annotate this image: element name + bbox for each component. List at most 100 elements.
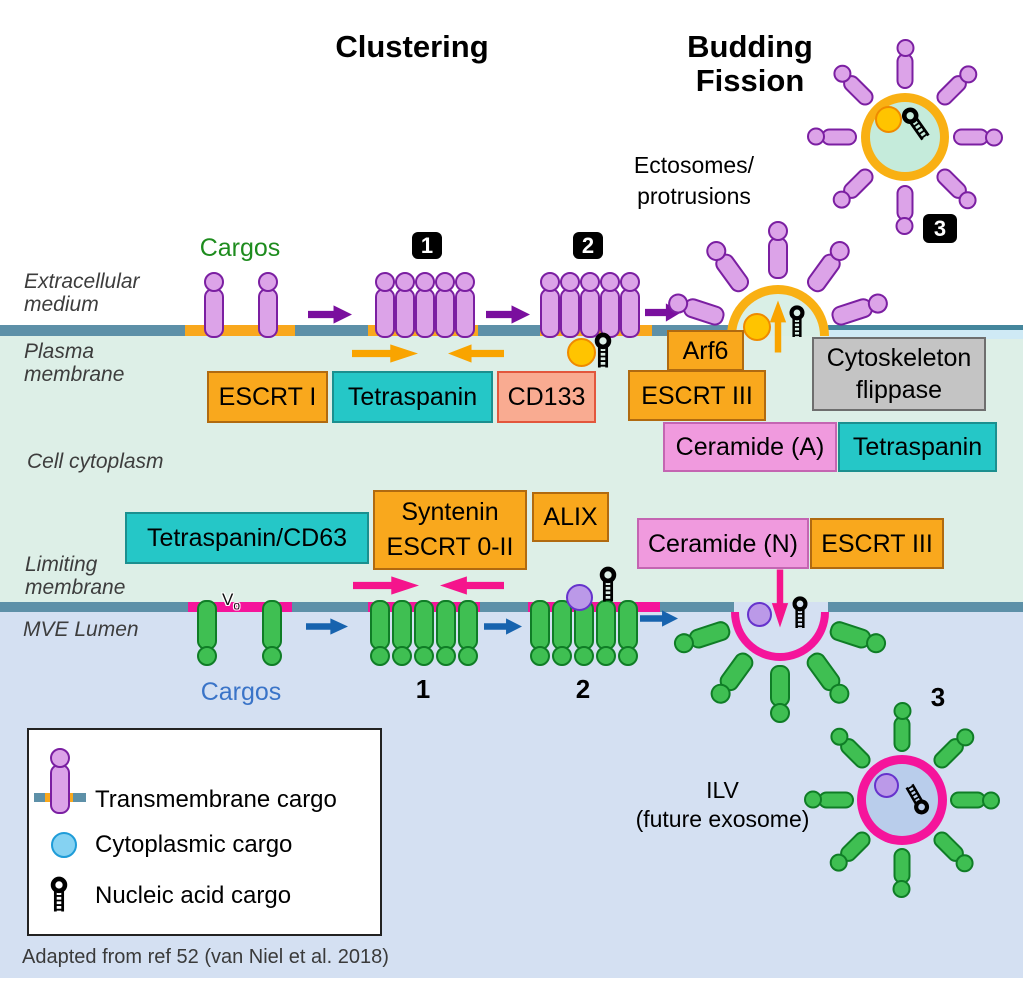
- title-clustering: Clustering: [335, 29, 489, 64]
- transmembrane-cargo-icon: [204, 288, 224, 338]
- transmembrane-cargo-icon: [50, 764, 70, 814]
- cargo-cluster-2-pm: [540, 288, 640, 338]
- transmembrane-cargo-icon: [395, 288, 415, 338]
- transmembrane-cargo-icon: [770, 665, 790, 707]
- nucleic-acid-cargo-icon: [901, 107, 930, 141]
- label-box-alix: ALIX: [532, 492, 609, 542]
- label-extracellular-medium: Extracellular medium: [24, 270, 140, 316]
- label-ectosomes-protrusions: Ectosomes/ protrusions: [633, 152, 755, 209]
- transmembrane-cargo-icon: [580, 288, 600, 338]
- plasma-membrane-pale-band: [828, 330, 1023, 339]
- cytoplasmic-cargo-icon: [51, 832, 77, 858]
- label-box-tetraspanin-cd63: Tetraspanin/CD63: [125, 512, 369, 564]
- transmembrane-cargo-icon: [893, 848, 911, 884]
- legend-label-nucleic-acid: Nucleic acid cargo: [95, 882, 292, 909]
- plasma-membrane-thin-line: [828, 325, 1023, 330]
- step-badge-3: 3: [923, 214, 957, 243]
- nucleic-acid-cargo-icon: [599, 566, 617, 602]
- transmembrane-cargo-icon: [560, 288, 580, 338]
- cytoplasmic-cargo-icon: [874, 773, 899, 798]
- plasma-membrane-bar: [0, 325, 728, 336]
- step-number-2: 2: [575, 674, 591, 704]
- transmembrane-cargo-icon: [458, 600, 478, 650]
- extracellular-region: [0, 0, 1023, 325]
- label-box-tetraspanin-pm: Tetraspanin: [332, 371, 493, 423]
- transmembrane-cargo-icon: [818, 791, 854, 809]
- label-box-ceramide-n: Ceramide (N): [637, 518, 809, 569]
- transmembrane-cargo-icon: [896, 185, 914, 221]
- step-badge-1: 1: [412, 232, 442, 259]
- transmembrane-cargo-icon: [530, 600, 550, 650]
- transmembrane-cargo-icon: [893, 716, 911, 752]
- transmembrane-cargo-icon: [455, 288, 475, 338]
- transmembrane-cargo-icon: [392, 600, 412, 650]
- transmembrane-cargo-icon: [258, 288, 278, 338]
- label-cell-cytoplasm: Cell cytoplasm: [27, 450, 164, 473]
- transmembrane-cargo-icon: [953, 128, 989, 146]
- label-box-tetraspanin-right: Tetraspanin: [838, 422, 997, 472]
- bottom-margin: [0, 978, 1023, 989]
- limiting-membrane-pink-segment: [528, 602, 660, 612]
- label-box-escrt-iii-pm: ESCRT III: [628, 370, 766, 421]
- label-ilv-future-exosome: ILV (future exosome): [635, 777, 810, 832]
- transmembrane-cargo-icon: [618, 600, 638, 650]
- nucleic-acid-cargo-icon: [594, 332, 612, 368]
- transmembrane-cargo-icon: [197, 600, 217, 650]
- transmembrane-cargo-icon: [896, 53, 914, 89]
- nucleic-acid-cargo-icon: [792, 596, 808, 628]
- transmembrane-cargo-icon: [262, 600, 282, 650]
- legend-label-transmembrane: Transmembrane cargo: [95, 786, 337, 813]
- transmembrane-cargo-icon: [821, 128, 857, 146]
- label-box-syntenin-escrt: Syntenin ESCRT 0-II: [373, 490, 527, 570]
- legend-box: [27, 728, 382, 936]
- nucleic-acid-cargo-icon: [50, 876, 68, 912]
- transmembrane-cargo-icon: [375, 288, 395, 338]
- cytoplasmic-cargo-icon: [743, 313, 771, 341]
- cytoplasmic-cargo-icon: [567, 338, 596, 367]
- nucleic-acid-cargo-icon: [789, 305, 805, 337]
- label-box-escrt-i: ESCRT I: [207, 371, 328, 423]
- ilv-vesicle: [818, 716, 986, 884]
- label-v0: Vo: [222, 590, 241, 613]
- limiting-membrane-bar: [0, 602, 734, 612]
- label-box-arf6: Arf6: [667, 330, 744, 371]
- transmembrane-cargo-icon: [552, 600, 572, 650]
- cargo-cluster-1-lm: [370, 600, 478, 650]
- transmembrane-cargo-icon: [436, 600, 456, 650]
- cytoplasmic-cargo-icon: [875, 106, 902, 133]
- transmembrane-cargo-icon: [435, 288, 455, 338]
- transmembrane-cargo-icon: [600, 288, 620, 338]
- legend-label-cytoplasmic: Cytoplasmic cargo: [95, 831, 293, 858]
- transmembrane-cargo-icon: [768, 237, 788, 279]
- label-mve-lumen: MVE Lumen: [23, 618, 139, 641]
- transmembrane-cargo-icon: [620, 288, 640, 338]
- footer-citation: Adapted from ref 52 (van Niel et al. 201…: [22, 946, 389, 968]
- ectosome-vesicle: [821, 53, 989, 221]
- step-badge-2: 2: [573, 232, 603, 259]
- cargo-cluster-1-pm: [375, 288, 475, 338]
- label-box-cd133: CD133: [497, 371, 596, 423]
- transmembrane-cargo-icon: [540, 288, 560, 338]
- label-cargos-bottom: Cargos: [200, 678, 282, 706]
- label-box-ceramide-a: Ceramide (A): [663, 422, 837, 472]
- label-limiting-membrane: Limiting membrane: [25, 553, 126, 599]
- membrane-teal-segment: [34, 793, 45, 802]
- label-box-escrt-iii-lm: ESCRT III: [810, 518, 944, 569]
- label-box-cytoskeleton-flippase: Cytoskeleton flippase: [812, 337, 986, 411]
- cytoplasmic-cargo-icon: [566, 584, 593, 611]
- plasma-membrane-orange-segment: [185, 325, 295, 336]
- label-cargos-top: Cargos: [199, 234, 281, 262]
- nucleic-acid-cargo-icon: [905, 783, 930, 815]
- step-number-3: 3: [930, 682, 946, 712]
- membrane-teal-segment: [73, 793, 86, 802]
- limiting-membrane-bar: [828, 602, 1023, 612]
- title-budding-fission: Budding Fission: [687, 29, 813, 98]
- label-plasma-membrane: Plasma membrane: [24, 340, 125, 386]
- limiting-membrane-pink-segment: [188, 602, 292, 612]
- step-number-1: 1: [415, 674, 431, 704]
- transmembrane-cargo-icon: [950, 791, 986, 809]
- transmembrane-cargo-icon: [596, 600, 616, 650]
- cytoplasmic-cargo-icon: [747, 602, 772, 627]
- transmembrane-cargo-icon: [370, 600, 390, 650]
